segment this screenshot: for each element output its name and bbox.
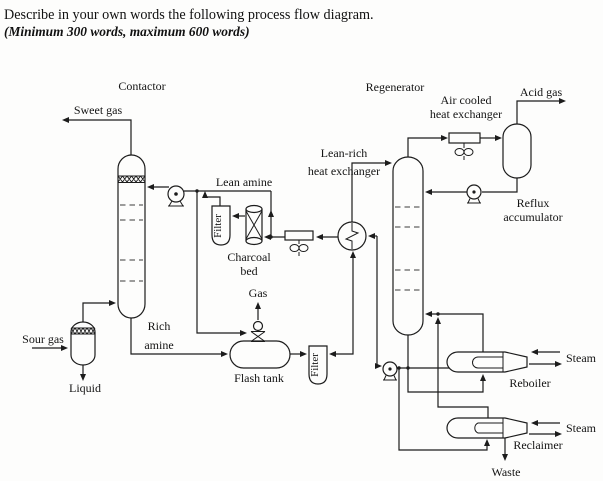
flash-tank-label: Flash tank (234, 371, 284, 385)
lean-rich-hx-label-1: Lean-rich (321, 146, 368, 160)
piping (32, 100, 560, 455)
steam-reclaimer-label: Steam (566, 421, 597, 435)
inlet-separator (70, 321, 96, 366)
lean-amine-cooler (284, 230, 314, 256)
rich-amine-label-2: amine (144, 338, 173, 352)
lean-rich-hx-label-2: heat exchanger (308, 164, 380, 178)
lean-amine-pump (167, 185, 185, 207)
rich-amine-filter: Filter (308, 345, 328, 385)
reboiler-label: Reboiler (509, 376, 550, 390)
regenerator-bottoms-pump (382, 361, 398, 381)
sweet-gas-label: Sweet gas (74, 103, 123, 117)
reflux-pump (466, 184, 482, 204)
contactor-packing-hatch (117, 175, 146, 183)
regenerator-label: Regenerator (366, 80, 425, 94)
air-cooled-hx-label-1: Air cooled (441, 93, 492, 107)
lean-rich-heat-exchanger (337, 221, 367, 251)
liquid-label: Liquid (69, 381, 101, 395)
reflux-accumulator-vessel (502, 123, 532, 179)
reclaimer-vessel (446, 417, 528, 439)
flash-tank-vessel (229, 340, 291, 369)
lean-filter-label: Filter (212, 214, 224, 238)
question-subtitle: (Minimum 300 words, maximum 600 words) (4, 24, 250, 39)
waste-label: Waste (491, 465, 520, 479)
fan-icon (454, 148, 465, 156)
charcoal-bed-label-2: bed (240, 264, 257, 278)
question-title: Describe in your own words the following… (4, 7, 374, 23)
reboiler-vessel (446, 351, 528, 373)
acid-gas-label: Acid gas (520, 85, 563, 99)
lean-amine-label: Lean amine (216, 175, 272, 189)
charcoal-bed-label-1: Charcoal (227, 250, 271, 264)
air-cooled-hx-label-2: heat exchanger (430, 107, 502, 121)
air-cooled-condenser (448, 132, 481, 160)
reclaimer-label: Reclaimer (513, 438, 562, 452)
regenerator-column (392, 156, 424, 336)
contactor-label: Contactor (118, 79, 165, 93)
contactor-column (117, 154, 146, 319)
reflux-accumulator-label-1: Reflux (517, 196, 550, 210)
lean-amine-filter: Filter (211, 205, 231, 246)
rich-filter-label: Filter (309, 353, 321, 377)
gas-label: Gas (249, 286, 268, 300)
separator-hatch (70, 327, 96, 335)
flow-arrowheads (61, 98, 566, 461)
steam-reboiler-label: Steam (566, 351, 597, 365)
charcoal-bed-vessel (245, 204, 263, 246)
sour-gas-label: Sour gas (22, 332, 64, 346)
rich-amine-label-1: Rich (148, 319, 171, 333)
fan-icon (289, 244, 300, 252)
reflux-accumulator-label-2: accumulator (503, 210, 562, 224)
flash-gas-valve (250, 320, 266, 342)
